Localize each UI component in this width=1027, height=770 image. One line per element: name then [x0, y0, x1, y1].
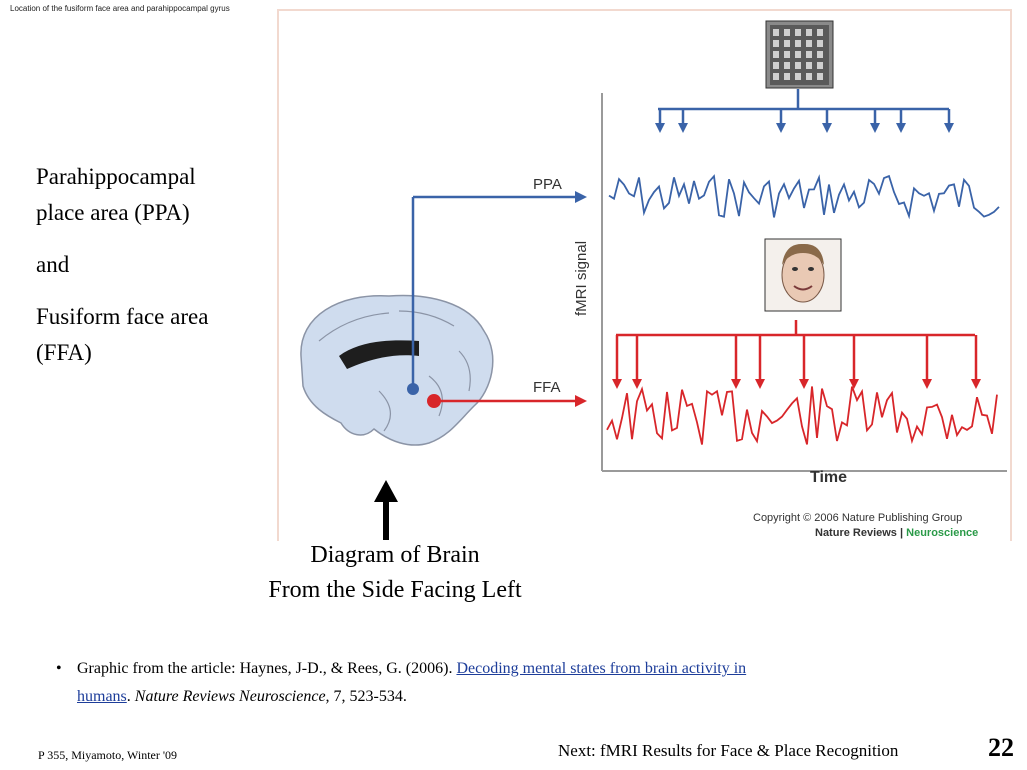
label-ppa-line2: place area (PPA): [36, 200, 190, 225]
ffa-signal-trace: [606, 386, 998, 445]
stimulus-arrow-head: [822, 123, 832, 133]
building-window: [795, 62, 801, 69]
ffa-connector-arrowhead: [575, 395, 587, 407]
ppa-label: PPA: [533, 176, 562, 193]
building-window: [784, 73, 790, 80]
stimulus-arrow-head: [870, 123, 880, 133]
ffa-label: FFA: [533, 379, 561, 396]
bullet-dot: •: [56, 660, 62, 677]
course-footer: P 355, Miyamoto, Winter '09: [38, 748, 178, 762]
stimulus-arrow-head: [971, 379, 981, 389]
building-window: [817, 73, 823, 80]
ppa-connector: [411, 195, 579, 389]
fmri-figure: fMRI signal Time: [300, 20, 1007, 539]
brain-diagram-icon: [300, 294, 494, 446]
ppa-location-dot: [407, 383, 419, 395]
building-window: [817, 51, 823, 58]
building-window: [784, 40, 790, 47]
ppa-signal-trace: [608, 174, 1000, 220]
building-window: [806, 73, 812, 80]
building-window: [784, 62, 790, 69]
building-window: [784, 51, 790, 58]
building-window: [817, 40, 823, 47]
stimulus-arrow-head: [678, 123, 688, 133]
stimulus-arrow-head: [849, 379, 859, 389]
building-window: [773, 40, 779, 47]
building-window: [795, 29, 801, 36]
label-and: and: [36, 252, 70, 277]
ffa-stimulus-arrows: [616, 320, 975, 337]
label-ppa-line1: Parahippocampal: [36, 164, 196, 189]
building-window: [773, 51, 779, 58]
article-link[interactable]: Decoding mental states from brain activi…: [77, 660, 747, 705]
building-window: [806, 29, 812, 36]
ffa-location-dot: [427, 394, 441, 408]
stimulus-arrow-head: [944, 123, 954, 133]
ffa-arrow-group: [612, 335, 981, 389]
building-window: [795, 51, 801, 58]
building-window: [806, 40, 812, 47]
building-window: [817, 29, 823, 36]
building-window: [773, 62, 779, 69]
journal-name: Nature Reviews Neuroscience,: [134, 688, 330, 705]
stimulus-arrow-head: [632, 379, 642, 389]
building-window: [806, 62, 812, 69]
stimulus-arrow-head: [731, 379, 741, 389]
stimulus-arrow-head: [896, 123, 906, 133]
diagram-caption-line2: From the Side Facing Left: [268, 577, 522, 603]
building-window: [817, 62, 823, 69]
x-axis-label: Time: [810, 469, 847, 486]
stimulus-arrow-head: [922, 379, 932, 389]
building-window: [784, 29, 790, 36]
label-ffa-line2: (FFA): [36, 340, 92, 365]
figure-panel: fMRI signal Time: [277, 9, 1012, 541]
ppa-stimulus-arrows: [658, 89, 949, 111]
stimulus-arrow-head: [755, 379, 765, 389]
building-window: [773, 73, 779, 80]
stimulus-arrow-head: [776, 123, 786, 133]
next-slide-note: Next: fMRI Results for Face & Place Reco…: [558, 741, 899, 760]
copyright-line: Copyright © 2006 Nature Publishing Group: [753, 512, 962, 524]
ppa-arrow-group: [655, 109, 954, 133]
page-number: 22: [988, 733, 1014, 762]
y-axis-label: fMRI signal: [573, 241, 590, 316]
building-window: [795, 40, 801, 47]
up-arrow-icon: [374, 480, 398, 540]
stimulus-arrow-head: [799, 379, 809, 389]
building-photo-icon: [765, 20, 834, 89]
building-window: [806, 51, 812, 58]
ppa-connector-arrowhead: [575, 191, 587, 203]
building-window: [795, 73, 801, 80]
stimulus-arrow-head: [612, 379, 622, 389]
stimulus-arrow-head: [655, 123, 665, 133]
diagram-caption-line1: Diagram of Brain: [310, 542, 480, 568]
building-window: [773, 29, 779, 36]
copyright-journal: Nature Reviews | Neuroscience: [815, 527, 978, 539]
face-photo-icon: [764, 238, 842, 312]
citation-text: Graphic from the article: Haynes, J-D., …: [77, 660, 747, 705]
label-ffa-line1: Fusiform face area: [36, 304, 209, 329]
top-caption: Location of the fusiform face area and p…: [10, 4, 230, 13]
